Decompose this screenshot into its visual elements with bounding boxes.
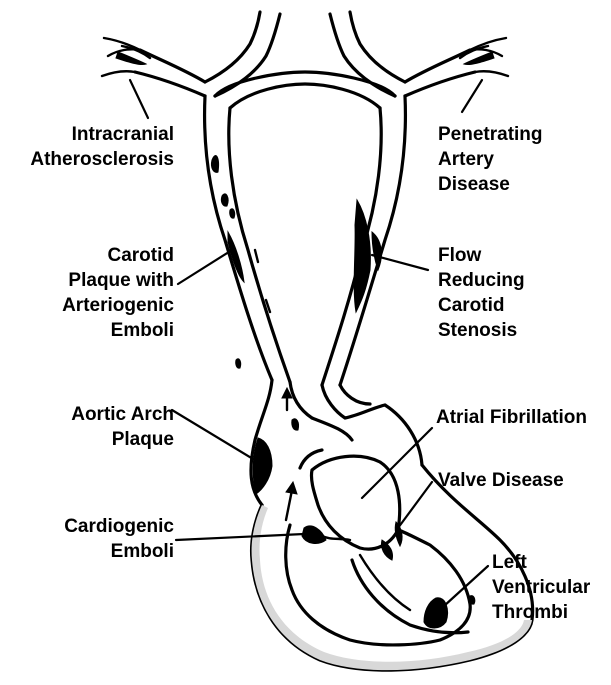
leader-intracranial [130, 80, 148, 118]
label-aortic-arch-plaque: Aortic Arch Plaque [14, 402, 174, 452]
label-line: Disease [438, 172, 543, 197]
label-line: Left [492, 550, 590, 575]
label-line: Atherosclerosis [14, 147, 174, 172]
label-line: Valve Disease [438, 468, 564, 493]
label-line: Plaque [14, 427, 174, 452]
label-atrial-fibrillation: Atrial Fibrillation [436, 405, 587, 430]
label-line: Penetrating [438, 122, 543, 147]
leader-aortic-arch [172, 410, 258, 462]
label-line: Artery [438, 147, 543, 172]
label-line: Cardiogenic [14, 514, 174, 539]
leader-cardiogenic [176, 534, 304, 540]
label-intracranial-atherosclerosis: Intracranial Atherosclerosis [14, 122, 174, 172]
leader-carotid-plaque [178, 250, 232, 284]
aortic-arch [251, 380, 422, 520]
label-penetrating-artery-disease: Penetrating Artery Disease [438, 122, 543, 197]
cerebral-arteries [102, 12, 508, 108]
label-cardiogenic-emboli: Cardiogenic Emboli [14, 514, 174, 564]
label-valve-disease: Valve Disease [438, 468, 564, 493]
label-line: Carotid [438, 293, 525, 318]
label-line: Plaque with [14, 268, 174, 293]
label-carotid-plaque: Carotid Plaque with Arteriogenic Emboli [14, 243, 174, 343]
label-line: Atrial Fibrillation [436, 405, 587, 430]
label-line: Aortic Arch [14, 402, 174, 427]
label-line: Intracranial [14, 122, 174, 147]
label-line: Flow [438, 243, 525, 268]
label-line: Emboli [14, 318, 174, 343]
leader-lv-thrombi [444, 566, 488, 606]
label-line: Thrombi [492, 600, 590, 625]
label-line: Carotid [14, 243, 174, 268]
label-line: Arteriogenic [14, 293, 174, 318]
carotid-arteries [205, 96, 406, 385]
label-flow-reducing-carotid-stenosis: Flow Reducing Carotid Stenosis [438, 243, 525, 343]
label-line: Stenosis [438, 318, 525, 343]
leader-penetrating [462, 80, 482, 112]
label-line: Ventricular [492, 575, 590, 600]
label-line: Reducing [438, 268, 525, 293]
label-left-ventricular-thrombi: Left Ventricular Thrombi [492, 550, 590, 625]
label-line: Emboli [14, 539, 174, 564]
leader-valve-disease [398, 482, 432, 528]
